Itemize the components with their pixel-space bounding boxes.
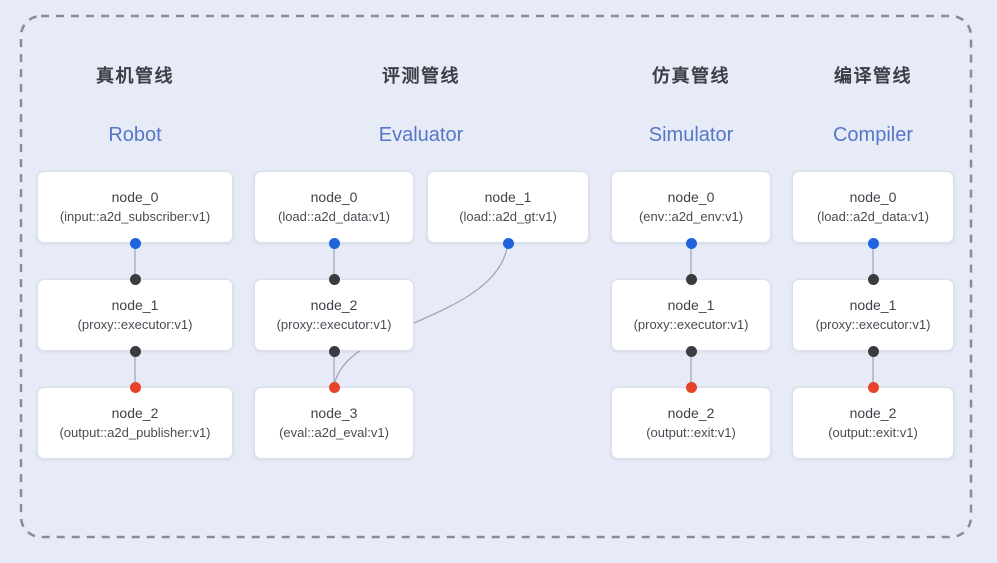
node-box: node_2(output::exit:v1) (792, 387, 954, 459)
port-black-dot (685, 273, 697, 285)
node-box: node_1(proxy::executor:v1) (792, 279, 954, 351)
node-box: node_0(env::a2d_env:v1) (611, 171, 771, 243)
node-type: (output::exit:v1) (646, 425, 736, 440)
node-name: node_2 (667, 405, 715, 421)
node-box: node_2(output::exit:v1) (611, 387, 771, 459)
port-black-dot (867, 273, 879, 285)
pipeline-title-cn: 真机管线 (96, 66, 174, 86)
node-type: (input::a2d_subscriber:v1) (59, 209, 211, 224)
pipeline-title-cn: 编译管线 (834, 66, 912, 86)
pipeline-title-en: Compiler (832, 124, 914, 146)
port-black-dot (328, 345, 340, 357)
port-blue-dot (129, 237, 141, 249)
node-name: node_1 (484, 189, 532, 205)
node-type: (load::a2d_data:v1) (816, 209, 930, 224)
node-name: node_0 (667, 189, 715, 205)
edge-node_1-to-node_3 (333, 242, 509, 388)
dashed-border (19, 14, 973, 539)
pipeline-title-en: Simulator (648, 124, 734, 146)
node-type: (proxy::executor:v1) (77, 317, 193, 332)
node-type: (proxy::executor:v1) (276, 317, 392, 332)
port-blue-dot (867, 237, 879, 249)
node-box: node_1(proxy::executor:v1) (37, 279, 233, 351)
node-box: node_2(proxy::executor:v1) (254, 279, 414, 351)
port-black-dot (129, 345, 141, 357)
node-type: (load::a2d_gt:v1) (459, 209, 557, 224)
port-red-dot (685, 381, 697, 393)
port-black-dot (685, 345, 697, 357)
node-type: (proxy::executor:v1) (633, 317, 749, 332)
node-box: node_0(load::a2d_data:v1) (254, 171, 414, 243)
pipeline-title-cn: 评测管线 (382, 66, 460, 86)
pipeline-title-en: Robot (108, 124, 162, 146)
node-name: node_2 (849, 405, 897, 421)
node-name: node_2 (111, 405, 159, 421)
node-type: (proxy::executor:v1) (815, 317, 931, 332)
node-box: node_1(proxy::executor:v1) (611, 279, 771, 351)
node-type: (output::a2d_publisher:v1) (59, 425, 211, 440)
node-box: node_0(input::a2d_subscriber:v1) (37, 171, 233, 243)
node-name: node_0 (310, 189, 358, 205)
node-type: (load::a2d_data:v1) (277, 209, 391, 224)
node-box: node_0(load::a2d_data:v1) (792, 171, 954, 243)
node-type: (env::a2d_env:v1) (638, 209, 744, 224)
node-name: node_2 (310, 297, 358, 313)
node-box: node_3(eval::a2d_eval:v1) (254, 387, 414, 459)
node-type: (output::exit:v1) (828, 425, 918, 440)
port-black-dot (867, 345, 879, 357)
node-box: node_1(load::a2d_gt:v1) (427, 171, 589, 243)
pipeline-title-en: Evaluator (378, 124, 464, 146)
node-name: node_1 (667, 297, 715, 313)
port-blue-dot (685, 237, 697, 249)
node-box: node_2(output::a2d_publisher:v1) (37, 387, 233, 459)
node-type: (eval::a2d_eval:v1) (279, 425, 389, 440)
port-red-dot (867, 381, 879, 393)
node-name: node_0 (849, 189, 897, 205)
port-blue-dot (328, 237, 340, 249)
port-red-dot (129, 381, 141, 393)
port-red-dot (328, 381, 340, 393)
node-name: node_1 (111, 297, 159, 313)
node-name: node_0 (111, 189, 159, 205)
node-name: node_3 (310, 405, 358, 421)
port-black-dot (129, 273, 141, 285)
port-black-dot (328, 273, 340, 285)
node-name: node_1 (849, 297, 897, 313)
pipeline-title-cn: 仿真管线 (652, 66, 730, 86)
port-blue-dot (502, 237, 514, 249)
